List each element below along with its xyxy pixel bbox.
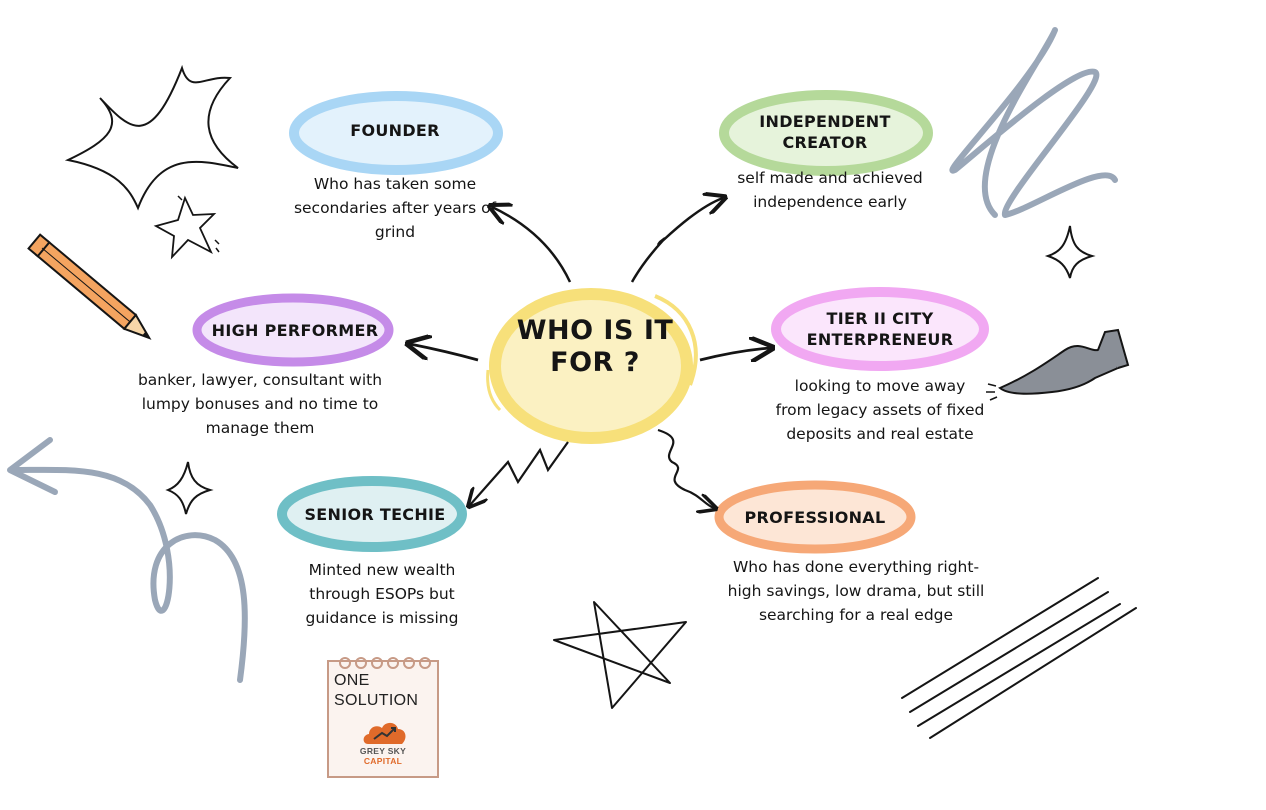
one-solution-badge: ONE SOLUTION GREY SKY CAPITAL — [327, 657, 439, 778]
node-label-tier-ii-city-entrepreneur: TIER II CITY ENTERPRENEUR — [806, 309, 954, 349]
node-description-founder: Who has taken some secondaries after yea… — [293, 175, 497, 241]
pencil-icon — [27, 233, 152, 340]
tier-ii-city-entrepreneur-highlight — [771, 287, 989, 371]
badge-brand-capital: CAPITAL — [363, 756, 403, 766]
node-description-high-performer: banker, lawyer, consultant with lumpy bo… — [137, 371, 383, 437]
node-description-independent-creator: self made and achieved independence earl… — [737, 169, 923, 211]
notepad-rings-icon — [339, 657, 431, 669]
grey-sky-cloud-logo-icon — [363, 722, 406, 744]
node-label-high-performer: HIGH PERFORMER — [211, 320, 379, 340]
arrow-to-high-performer — [410, 344, 479, 362]
arrow-to-independent-creator — [630, 198, 723, 283]
high-performer-highlight — [192, 293, 394, 367]
grey-curl-arrow-left — [7, 437, 248, 683]
badge-line-one: ONE — [334, 672, 370, 689]
small-star-icon — [153, 195, 220, 260]
founder-highlight — [289, 91, 503, 175]
node-label-professional: PROFESSIONAL — [744, 507, 886, 527]
arrow-to-professional — [657, 428, 714, 508]
node-label-founder: FOUNDER — [350, 120, 440, 140]
node-description-senior-techie: Minted new wealth through ESOPs but guid… — [305, 561, 459, 627]
sparkle-icon — [1044, 225, 1096, 279]
grey-scribble-top-right — [949, 27, 1118, 218]
arrow-to-senior-techie — [470, 441, 569, 505]
hatch-lines-icon — [901, 577, 1137, 739]
arrow-to-tier-ii-city-entrepreneur — [699, 348, 770, 360]
node-description-professional: Who has done everything right- high savi… — [727, 558, 985, 624]
node-description-tier-ii-city-entrepreneur: looking to move away from legacy assets … — [775, 377, 985, 443]
pointing-hand-icon — [986, 328, 1130, 401]
arrow-to-founder — [492, 207, 572, 283]
center-circle — [486, 288, 698, 444]
badge-line-two: SOLUTION — [334, 692, 419, 709]
node-label-senior-techie: SENIOR TECHIE — [304, 504, 446, 524]
professional-highlight — [714, 480, 916, 554]
star-outline-icon — [553, 601, 687, 709]
big-sparkle-icon — [64, 64, 239, 211]
node-label-independent-creator: INDEPENDENT CREATOR — [759, 112, 891, 152]
badge-brand-grey-sky: GREY SKY — [359, 746, 407, 756]
independent-creator-highlight — [719, 90, 933, 176]
sparkle-left-icon — [165, 461, 214, 515]
senior-techie-highlight — [277, 476, 467, 552]
center-title: WHO IS IT FOR ? — [516, 315, 674, 378]
